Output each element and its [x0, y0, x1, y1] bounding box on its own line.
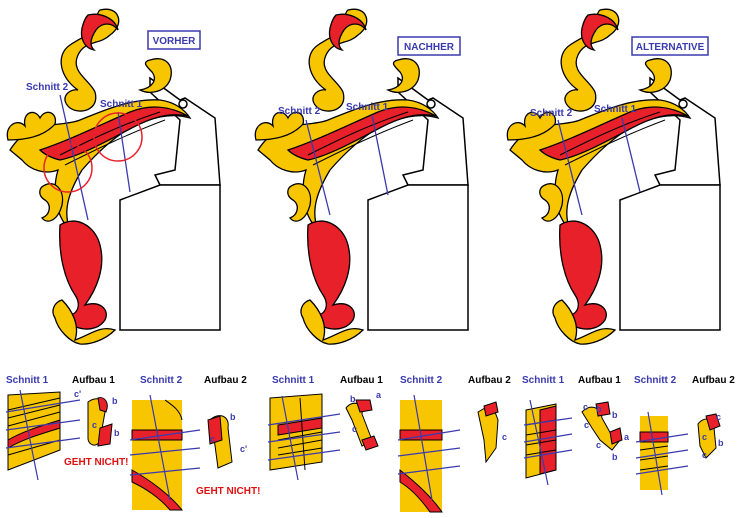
panel-alternative: ALTERNATIVE Schnitt 2 Schnitt 1	[506, 8, 721, 345]
detail-3: Schnitt 1 Aufbau 1 b a c	[267, 375, 383, 481]
panel-title: VORHER	[153, 36, 197, 47]
detail-aufbau-label: Aufbau 2	[692, 375, 735, 386]
schnitt-1-label: Schnitt 1	[594, 104, 637, 115]
detail-schnitt-label: Schnitt 1	[522, 375, 565, 386]
detail-1: Schnitt 1 Aufbau 1 c' b c b GEHT NICHT!	[5, 375, 128, 481]
detail-6: Schnitt 2 Aufbau 2 c c b c	[634, 375, 735, 496]
layer-letter: c	[583, 402, 588, 412]
panel-title: ALTERNATIVE	[636, 42, 705, 53]
layer-letter: a	[376, 390, 382, 400]
layer-letter: c'	[74, 389, 81, 399]
layer-letter: c'	[240, 444, 247, 454]
panel-title-box	[631, 36, 709, 56]
layer-letter: b	[596, 404, 602, 414]
layer-letter: b	[612, 452, 618, 462]
schnitt-1-label: Schnitt 1	[346, 102, 389, 113]
detail-schnitt-label: Schnitt 2	[400, 375, 443, 386]
layer-letter: c	[92, 420, 97, 430]
layer-letter: a	[624, 432, 630, 442]
detail-schnitt-label: Schnitt 1	[6, 375, 49, 386]
layer-letter: b	[112, 396, 118, 406]
schnitt-1-label: Schnitt 1	[100, 99, 143, 110]
layer-letter: c	[702, 432, 707, 442]
error-text: GEHT NICHT!	[196, 486, 260, 497]
detail-aufbau-label: Aufbau 2	[468, 375, 511, 386]
layer-letter: c	[596, 440, 601, 450]
cut-line-2	[557, 119, 583, 216]
detail-aufbau-label: Aufbau 2	[204, 375, 247, 386]
detail-4: Schnitt 2 Aufbau 2 c	[397, 375, 511, 513]
problem-circle	[93, 112, 143, 162]
layer-letter: b	[230, 412, 236, 422]
detail-2: Schnitt 2 Aufbau 2 b c c' GEHT NICHT!	[129, 375, 260, 511]
layer-letter: b	[718, 438, 724, 448]
panel-vorher: VORHER Schnitt 2 Schnitt 1	[6, 8, 221, 345]
schnitt-2-label: Schnitt 2	[278, 106, 321, 117]
layer-letter: b	[114, 428, 120, 438]
schnitt-2-label: Schnitt 2	[26, 82, 69, 93]
layer-letter: c	[584, 420, 589, 430]
panel-title-box	[397, 36, 461, 56]
layer-letter: c	[210, 434, 215, 444]
cut-line-2	[59, 94, 89, 221]
problem-circle	[43, 143, 93, 193]
detail-schnitt-label: Schnitt 2	[140, 375, 183, 386]
panel-title-box	[147, 30, 201, 50]
layer-letter: c	[716, 412, 721, 422]
layer-letter: c	[502, 432, 507, 442]
layer-letter: b	[612, 410, 618, 420]
cut-line-1	[117, 111, 131, 193]
cut-line-1	[371, 114, 389, 196]
detail-5: Schnitt 1 Aufbau 1 c b b c a c b	[522, 375, 630, 486]
layer-letter: c	[352, 424, 357, 434]
layer-letter: b	[350, 394, 356, 404]
cut-line-2	[305, 119, 331, 216]
panel-nachher: NACHHER Schnitt 2 Schnitt 1	[254, 8, 469, 345]
detail-schnitt-label: Schnitt 2	[634, 375, 677, 386]
detail-aufbau-label: Aufbau 1	[340, 375, 383, 386]
schnitt-2-label: Schnitt 2	[530, 108, 573, 119]
detail-schnitt-label: Schnitt 1	[272, 375, 315, 386]
layer-letter: c	[702, 450, 707, 460]
detail-aufbau-label: Aufbau 1	[72, 375, 115, 386]
panel-title: NACHHER	[404, 42, 455, 53]
detail-aufbau-label: Aufbau 1	[578, 375, 621, 386]
error-text: GEHT NICHT!	[64, 457, 128, 468]
cut-line-1	[621, 117, 641, 193]
